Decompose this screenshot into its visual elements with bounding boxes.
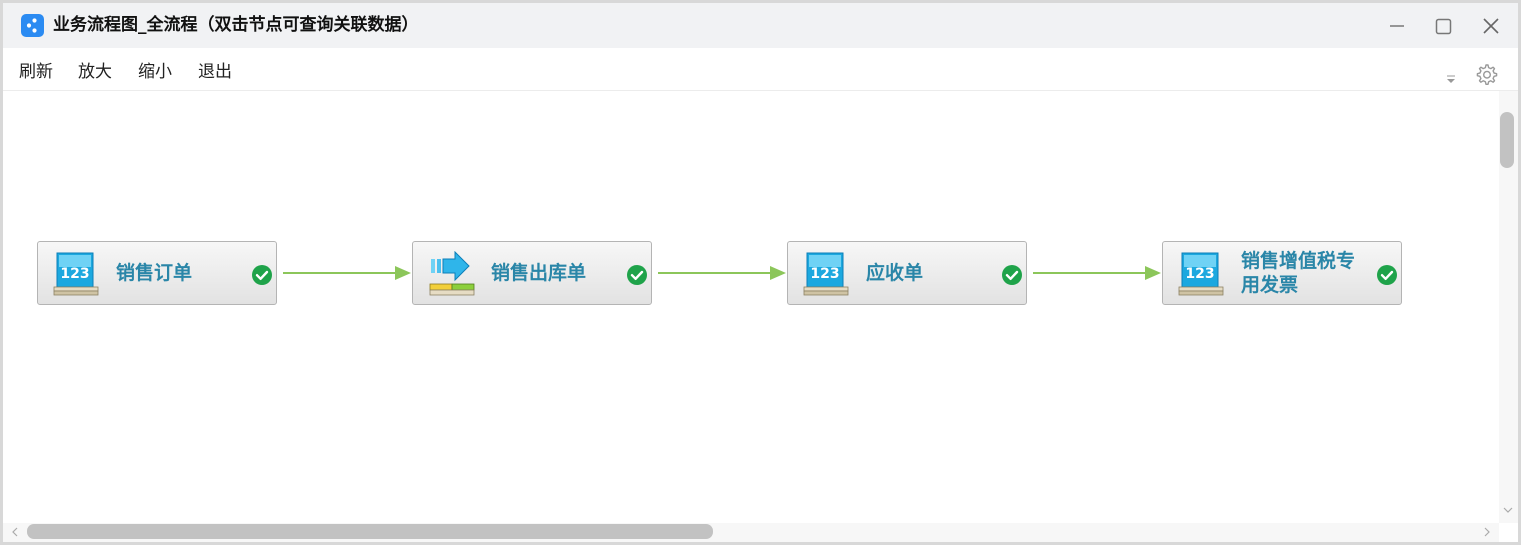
flow-node-sales-order[interactable]: 123 销售订单	[37, 241, 277, 305]
check-circle-icon	[627, 265, 647, 285]
check-circle-icon	[1002, 265, 1022, 285]
node-label: 销售出库单	[491, 262, 587, 284]
flow-link	[1033, 266, 1161, 280]
flow-link	[283, 266, 411, 280]
maximize-button[interactable]	[1428, 11, 1458, 41]
gear-icon	[1476, 64, 1498, 85]
scroll-right-icon[interactable]	[1481, 525, 1493, 539]
horizontal-scroll-thumb[interactable]	[27, 524, 713, 539]
node-label: 应收单	[866, 262, 924, 284]
outbound-arrow-icon	[429, 251, 475, 296]
flow-links	[283, 266, 1161, 280]
flow-canvas[interactable]: 123 销售订单 销售出库单	[3, 91, 1499, 523]
vertical-scrollbar[interactable]	[1499, 91, 1518, 523]
minimize-icon	[1390, 25, 1404, 27]
refresh-button[interactable]: 刷新	[19, 62, 53, 82]
flow-link	[658, 266, 786, 280]
chevron-down-icon	[1447, 75, 1455, 83]
close-icon	[1483, 18, 1499, 34]
svg-text:123: 123	[810, 266, 839, 282]
maximize-icon	[1435, 18, 1452, 35]
document-123-icon: 123	[53, 252, 99, 296]
exit-button[interactable]: 退出	[198, 62, 232, 82]
flowchart-window: 业务流程图_全流程（双击节点可查询关联数据） 刷新 放大 缩小 退出	[3, 3, 1518, 542]
svg-text:123: 123	[60, 266, 89, 282]
title-bar: 业务流程图_全流程（双击节点可查询关联数据）	[3, 3, 1518, 48]
svg-text:123: 123	[1185, 266, 1214, 282]
close-button[interactable]	[1476, 11, 1506, 41]
flow-node-receivable[interactable]: 123 应收单	[787, 241, 1027, 305]
toolbar: 刷新 放大 缩小 退出	[3, 48, 1518, 91]
flow-node-sales-outbound[interactable]: 销售出库单	[412, 241, 652, 305]
scroll-left-icon[interactable]	[9, 525, 21, 539]
flow-app-icon	[21, 14, 44, 37]
zoom-in-button[interactable]: 放大	[78, 62, 112, 82]
check-circle-icon	[252, 265, 272, 285]
flow-node-vat-invoice[interactable]: 123 销售增值税专用发票	[1162, 241, 1402, 305]
node-label: 销售订单	[116, 262, 193, 284]
scroll-down-icon[interactable]	[1499, 503, 1517, 517]
document-123-icon: 123	[1178, 252, 1224, 296]
vertical-scroll-thumb[interactable]	[1500, 112, 1514, 168]
zoom-out-button[interactable]: 缩小	[138, 62, 172, 82]
check-circle-icon	[1377, 265, 1397, 285]
window-title: 业务流程图_全流程（双击节点可查询关联数据）	[53, 15, 419, 35]
collapse-toolbar-button[interactable]	[1443, 70, 1459, 86]
settings-button[interactable]	[1473, 62, 1499, 88]
document-123-icon: 123	[803, 252, 849, 296]
minimize-button[interactable]	[1382, 11, 1412, 41]
node-label: 销售增值税专用发票	[1241, 250, 1356, 296]
